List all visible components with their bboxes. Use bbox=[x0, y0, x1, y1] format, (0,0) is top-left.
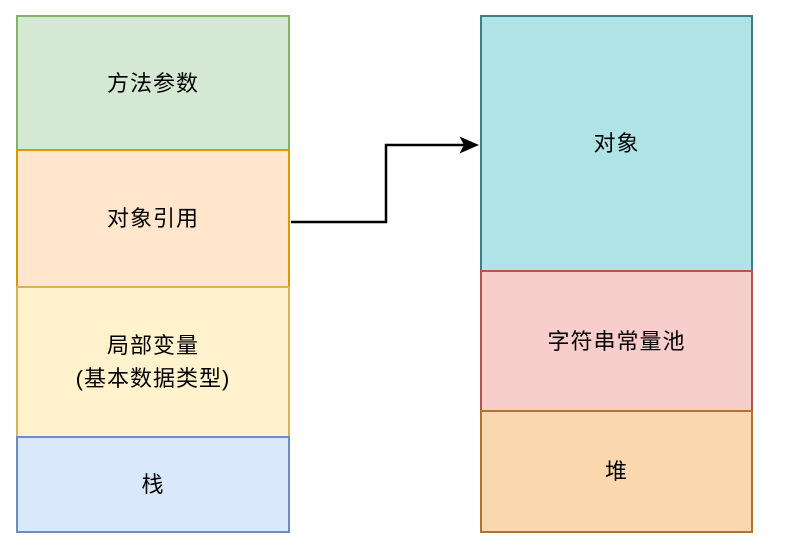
local-variables-sublabel: (基本数据类型) bbox=[75, 366, 231, 391]
heap-label: 堆 bbox=[604, 459, 628, 484]
stack-label: 栈 bbox=[141, 472, 165, 497]
stack-box-object-reference: 对象引用 bbox=[16, 149, 290, 288]
stack-box-stack: 栈 bbox=[16, 436, 290, 533]
arrowhead-icon bbox=[459, 136, 479, 154]
string-constant-pool-label: 字符串常量池 bbox=[547, 328, 686, 354]
object-reference-label: 对象引用 bbox=[106, 206, 199, 231]
heap-box-object: 对象 bbox=[480, 15, 753, 272]
method-params-label: 方法参数 bbox=[106, 70, 199, 96]
heap-box-heap: 堆 bbox=[480, 410, 753, 533]
local-variables-label: 局部变量 bbox=[106, 333, 199, 358]
stack-box-method-params: 方法参数 bbox=[16, 15, 290, 151]
stack-box-local-variables: 局部变量 (基本数据类型) bbox=[16, 286, 290, 438]
object-label: 对象 bbox=[593, 131, 640, 156]
arrow-line bbox=[291, 143, 473, 224]
heap-box-string-constant-pool: 字符串常量池 bbox=[480, 270, 753, 412]
